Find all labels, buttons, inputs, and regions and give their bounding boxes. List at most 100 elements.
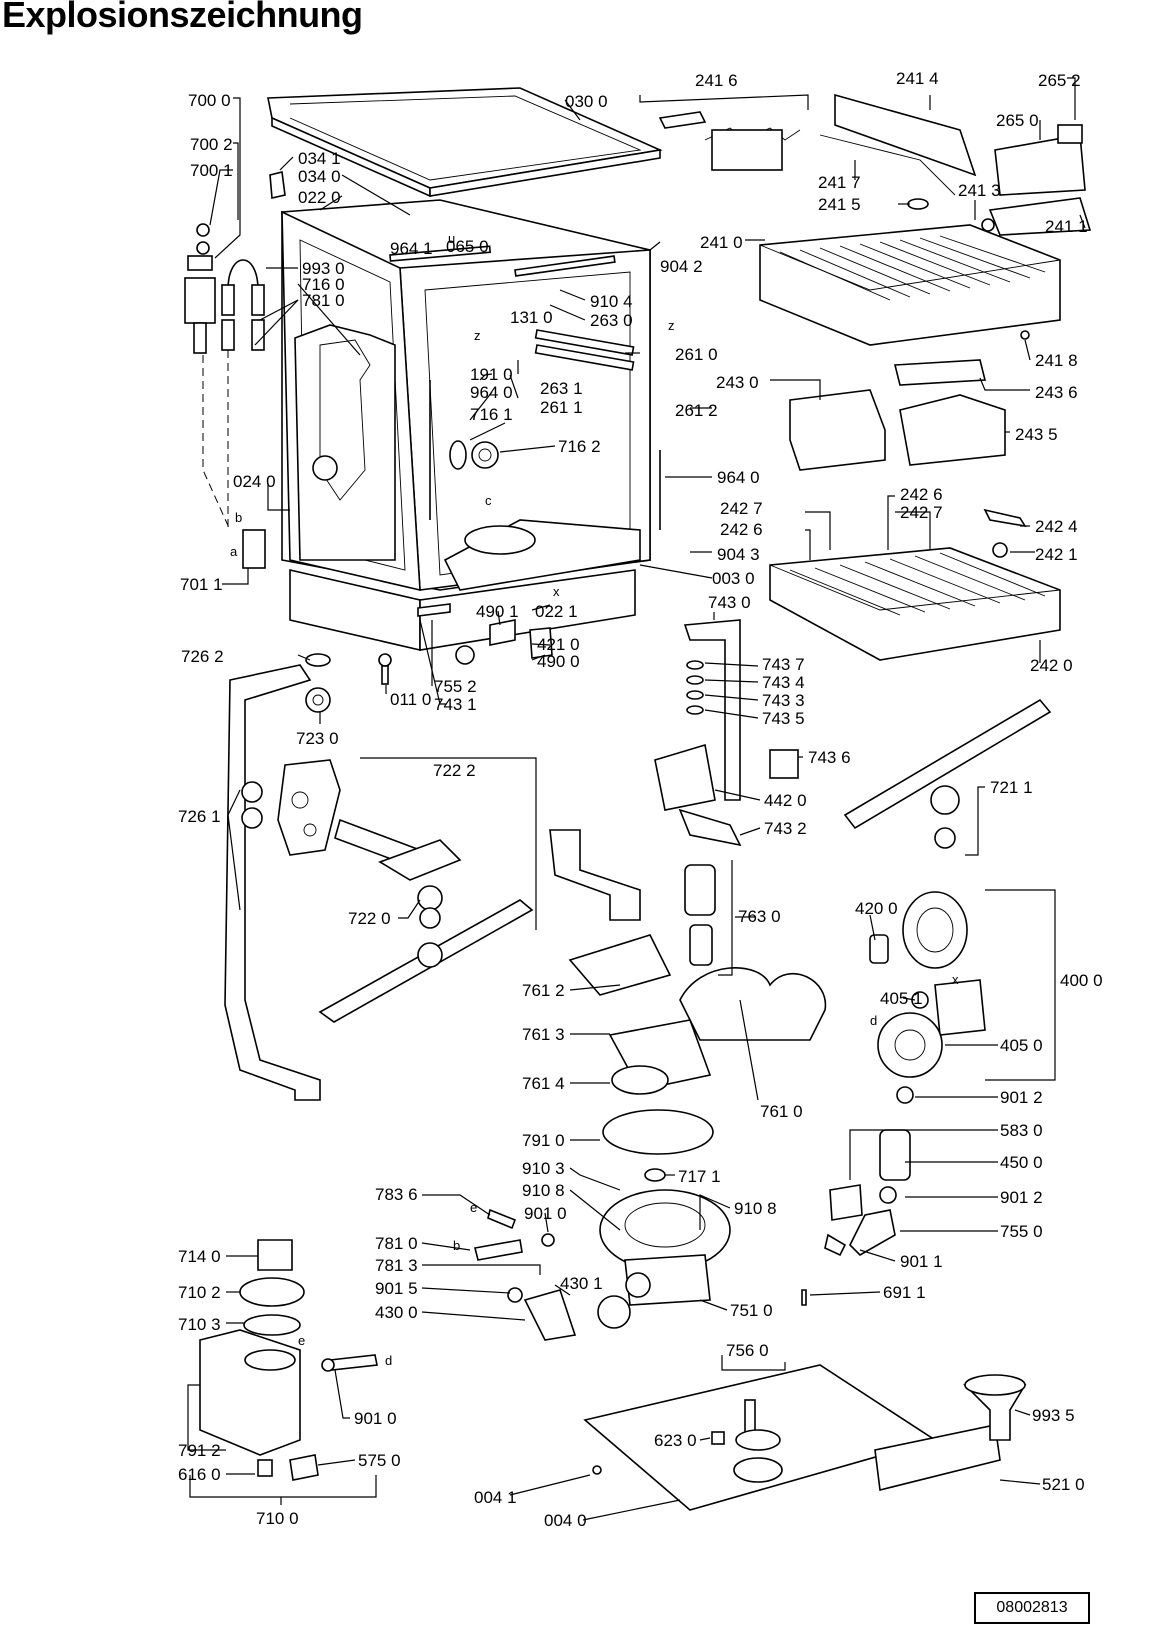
part-label-910-8: 910 8 [734, 1199, 777, 1218]
part-label-243-5: 243 5 [1015, 425, 1058, 444]
lid-part [267, 87, 663, 198]
part-label-716-0: 716 0 [302, 275, 345, 294]
part-label-761-3: 761 3 [522, 1025, 565, 1044]
part-label-716-2: 716 2 [558, 437, 601, 456]
callout-letter-z: z [668, 318, 675, 333]
part-label-583-0: 583 0 [1000, 1121, 1043, 1140]
part-label-421-0: 421 0 [537, 635, 580, 654]
filter-parts [549, 829, 827, 1095]
part-label-761-2: 761 2 [522, 981, 565, 1000]
callout-letter-e: e [298, 1333, 305, 1348]
part-label-964-1: 964 1 [390, 239, 433, 258]
part-label-904-2: 904 2 [660, 257, 703, 276]
part-label-241-4: 241 4 [896, 69, 939, 88]
part-label-743-4: 743 4 [762, 673, 805, 692]
part-label-726-1: 726 1 [178, 807, 221, 826]
callout-letter-z: z [474, 328, 481, 343]
callout-letter-b: b [453, 1238, 460, 1253]
part-label-722-2: 722 2 [433, 761, 476, 780]
part-label-910-4: 910 4 [590, 292, 633, 311]
part-label-781-0: 781 0 [302, 291, 345, 310]
water-inlet-parts [184, 171, 286, 569]
part-label-691-1: 691 1 [883, 1283, 926, 1302]
small-parts [378, 603, 666, 1182]
part-label-717-1: 717 1 [678, 1167, 721, 1186]
part-label-034-0: 034 0 [298, 167, 341, 186]
part-label-964-0: 964 0 [470, 383, 513, 402]
part-label-241-5: 241 5 [818, 195, 861, 214]
part-label-791-2: 791 2 [178, 1441, 221, 1460]
seal-ring [602, 1109, 714, 1155]
part-label-065-0: 065 0 [446, 237, 489, 256]
part-label-241-6: 241 6 [695, 71, 738, 90]
part-label-964-0: 964 0 [717, 468, 760, 487]
part-label-241-7: 241 7 [818, 173, 861, 192]
document-number: 08002813 [974, 1592, 1090, 1624]
part-label-901-2: 901 2 [1000, 1088, 1043, 1107]
lower-basket [769, 547, 1061, 661]
part-label-901-1: 901 1 [900, 1252, 943, 1271]
callout-letter-x: x [553, 584, 560, 599]
part-label-763-0: 763 0 [738, 907, 781, 926]
part-label-442-0: 442 0 [764, 791, 807, 810]
part-label-701-1: 701 1 [180, 575, 223, 594]
part-label-022-1: 022 1 [535, 602, 578, 621]
part-label-743-2: 743 2 [764, 819, 807, 838]
part-label-022-0: 022 0 [298, 188, 341, 207]
upper-basket [759, 224, 1061, 346]
part-label-243-6: 243 6 [1035, 383, 1078, 402]
part-label-714-0: 714 0 [178, 1247, 221, 1266]
part-label-700-1: 700 1 [190, 161, 233, 180]
part-label-910-8: 910 8 [522, 1181, 565, 1200]
part-label-242-7: 242 7 [720, 499, 763, 518]
part-label-265-0: 265 0 [996, 111, 1039, 130]
part-label-261-0: 261 0 [675, 345, 718, 364]
part-label-904-3: 904 3 [717, 545, 760, 564]
part-label-743-7: 743 7 [762, 655, 805, 674]
part-label-242-7: 242 7 [900, 503, 943, 522]
part-label-405-0: 405 0 [1000, 1036, 1043, 1055]
callout-letter-x: x [952, 972, 959, 987]
part-label-761-0: 761 0 [760, 1102, 803, 1121]
callout-letter-u: u [448, 231, 455, 246]
part-label-263-1: 263 1 [540, 379, 583, 398]
part-label-710-2: 710 2 [178, 1283, 221, 1302]
part-label-743-6: 743 6 [808, 748, 851, 767]
part-label-241-3: 241 3 [958, 181, 1001, 200]
part-label-721-1: 721 1 [990, 778, 1033, 797]
part-label-700-2: 700 2 [190, 135, 233, 154]
part-label-241-8: 241 8 [1035, 351, 1078, 370]
part-label-710-3: 710 3 [178, 1315, 221, 1334]
part-label-242-1: 242 1 [1035, 545, 1078, 564]
part-label-756-0: 756 0 [726, 1341, 769, 1360]
part-label-242-6: 242 6 [900, 485, 943, 504]
part-label-400-0: 400 0 [1060, 971, 1103, 990]
callout-letter-b: b [235, 510, 242, 525]
part-label-191-0: 191 0 [470, 365, 513, 384]
part-label-901-0: 901 0 [354, 1409, 397, 1428]
part-label-265-2: 265 2 [1038, 71, 1081, 90]
callout-letter-d: d [870, 1013, 877, 1028]
part-label-910-3: 910 3 [522, 1159, 565, 1178]
callout-letter-e: e [470, 1200, 477, 1215]
part-label-261-1: 261 1 [540, 398, 583, 417]
part-label-901-5: 901 5 [375, 1279, 418, 1298]
part-label-716-1: 716 1 [470, 405, 513, 424]
part-label-623-0: 623 0 [654, 1431, 697, 1450]
leader-lines [187, 77, 1086, 1521]
lower-spray-arm [843, 698, 1052, 849]
part-label-242-0: 242 0 [1030, 656, 1073, 675]
part-label-710-0: 710 0 [256, 1509, 299, 1528]
part-label-024-0: 024 0 [233, 472, 276, 491]
part-label-901-0: 901 0 [524, 1204, 567, 1223]
part-label-575-0: 575 0 [358, 1451, 401, 1470]
part-label-723-0: 723 0 [296, 729, 339, 748]
part-label-030-0: 030 0 [565, 92, 608, 111]
part-label-420-0: 420 0 [855, 899, 898, 918]
part-label-993-0: 993 0 [302, 259, 345, 278]
part-label-761-4: 761 4 [522, 1074, 565, 1093]
part-label-743-5: 743 5 [762, 709, 805, 728]
basket-accessories [658, 93, 1092, 558]
pump-assembly [824, 891, 986, 1257]
